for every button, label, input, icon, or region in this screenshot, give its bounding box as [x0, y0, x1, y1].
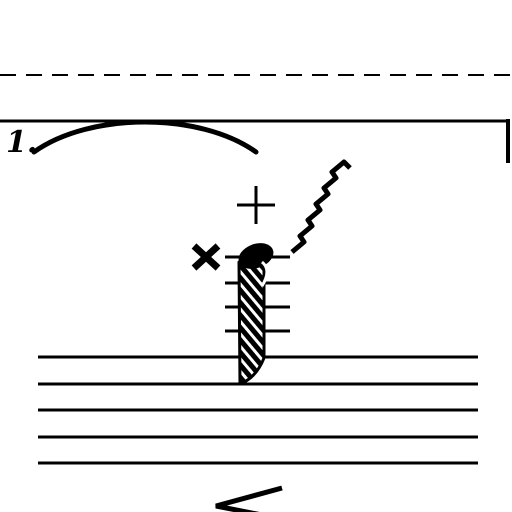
note [237, 243, 274, 386]
volta-bracket: 1. [0, 119, 510, 163]
note-stem-hatched [237, 256, 266, 386]
notehead-flag-curl [260, 260, 269, 287]
staff [38, 355, 478, 465]
slur-arc [31, 119, 259, 155]
volta-number-label: 1. [6, 125, 37, 160]
plus-articulation-icon [237, 186, 275, 224]
notehead [238, 243, 274, 269]
double-sharp-accidental-icon [191, 243, 221, 271]
wavy-ornament-line [290, 159, 352, 254]
decrescendo-hairpin [215, 485, 283, 512]
